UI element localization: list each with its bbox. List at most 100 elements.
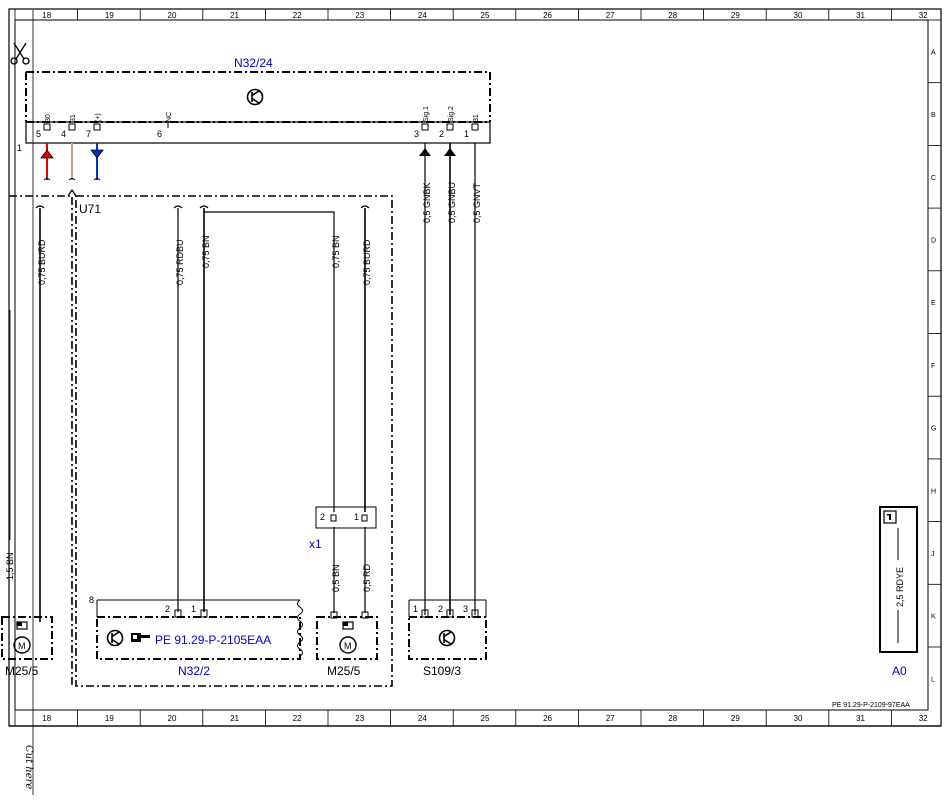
n32-24-pin: NC6 [157, 112, 173, 139]
wire-label-bn-left: 0,75 BN [201, 235, 211, 268]
a0-label: A0 [892, 664, 907, 678]
n32-24-pin: 305 [36, 114, 52, 139]
s109-3-pin-1: 1 [413, 604, 418, 614]
pin-number-label: 4 [61, 129, 66, 139]
sheet-reference: PE 91.29-P-2109-97EAA [832, 702, 910, 709]
n32-2-pin-count: 8 [89, 595, 94, 605]
column-number: 24 [418, 714, 427, 723]
u71-harness-frame [9, 195, 393, 687]
pin-signal-label: (+) [95, 113, 102, 122]
wire-label-gnbk: 0,5 GNBK [422, 182, 432, 223]
wire-label-gnbu: 0,5 GNBU [447, 182, 457, 223]
row-letter: H [931, 488, 936, 495]
m25-5-left-component[interactable]: M M25/5 [1, 616, 53, 678]
wire-hooks [35, 205, 370, 209]
motor-icon: M [339, 621, 357, 654]
x1-pin-1: 1 [354, 512, 359, 522]
m25-5-label: M25/5 [327, 664, 361, 678]
pin-number-label: 1 [464, 129, 469, 139]
scissors-icon[interactable] [10, 42, 30, 65]
s109-3-pin-2: 2 [438, 604, 443, 614]
column-number: 23 [355, 714, 364, 723]
m25-5-component[interactable]: M M25/5 [316, 611, 378, 678]
svg-text:M: M [344, 641, 352, 651]
n32-2-component[interactable]: 8 2 1 PE 91.29-P-2105EAA N32/2 [89, 595, 303, 678]
x1-connector[interactable]: 2 1 x1 [309, 506, 377, 551]
row-letter: C [931, 175, 936, 182]
pointing-hand-icon [131, 633, 150, 642]
pin-number-label: 3 [414, 129, 419, 139]
n32-2-reference-link[interactable]: PE 91.29-P-2105EAA [155, 633, 271, 647]
column-number: 31 [856, 714, 865, 723]
pin-number-label: 2 [439, 129, 444, 139]
column-number: 31 [856, 11, 865, 20]
cut-here-label: Cut here [23, 745, 34, 789]
column-number: 25 [481, 714, 490, 723]
wire-label-bn-right: 0,75 BN [331, 235, 341, 268]
n32-24-pin: 314 [61, 114, 77, 139]
n32-2-label: N32/2 [178, 664, 210, 678]
column-number: 30 [794, 714, 803, 723]
n32-24-pin: (+) 7 [86, 113, 102, 139]
column-number: 26 [543, 11, 552, 20]
u71-label: U71 [79, 202, 101, 216]
wire-label-x1-bn: 0,5 BN [331, 564, 341, 592]
n32-24-label: N32/24 [234, 56, 273, 70]
n32-2-pin-2: 2 [165, 604, 170, 614]
row-letter: K [931, 614, 936, 621]
motor-icon: M [13, 621, 31, 654]
row-letter: L [931, 676, 935, 683]
column-number: 24 [418, 11, 427, 20]
n32-2-pin-1: 1 [191, 604, 196, 614]
cut-line: Cut here [23, 10, 34, 795]
pin-number-label: 5 [36, 129, 41, 139]
info-icon [883, 510, 897, 524]
column-number: 28 [668, 11, 677, 20]
column-number: 27 [606, 11, 615, 20]
column-number: 18 [42, 11, 51, 20]
row-letter: J [931, 551, 935, 558]
column-number: 23 [355, 11, 364, 20]
wire-label-rdbu: 0,75 RDBU [175, 239, 185, 285]
transistor-icon [106, 629, 124, 647]
row-letter: G [931, 426, 936, 433]
pin-number-label: 7 [86, 129, 91, 139]
column-number: 29 [731, 714, 740, 723]
column-number: 19 [105, 11, 114, 20]
pin-signal-label: NC [166, 112, 173, 122]
column-number: 26 [543, 714, 552, 723]
wire-label-left-cut: 1,5 BN [5, 552, 15, 580]
x1-label: x1 [309, 537, 322, 551]
wire-labels: 0,75 BURD 0,75 RDBU 0,75 BN 0,75 BN 0,75… [5, 182, 482, 592]
transistor-icon [246, 88, 264, 106]
transistor-icon [438, 629, 456, 647]
s109-3-label: S109/3 [423, 664, 461, 678]
signal-arrows [40, 148, 456, 159]
column-number: 29 [731, 11, 740, 20]
row-letter: E [931, 300, 936, 307]
row-letter: F [931, 363, 935, 370]
n32-24-pin: Sig.13 [414, 106, 430, 139]
wire-label-gnvt: 0,5 GNVT [472, 182, 482, 223]
s109-3-pin-3: 3 [463, 604, 468, 614]
column-number: 25 [481, 11, 490, 20]
n32-24-wires-top [46, 143, 476, 615]
n32-24-module[interactable]: N32/24 1 [17, 56, 491, 153]
row-letter: D [931, 237, 936, 244]
row-letter: A [931, 49, 936, 56]
harness-wires [9, 208, 366, 622]
wire-label-burd-right: 0,75 BURD [362, 239, 372, 285]
column-number: 30 [794, 11, 803, 20]
a0-component[interactable]: 2,5 RDYE A0 [879, 506, 918, 678]
column-number: 28 [668, 714, 677, 723]
s109-3-component[interactable]: 1 2 3 S109/3 [408, 599, 487, 678]
column-number: 21 [230, 11, 239, 20]
u71-notch [67, 188, 77, 197]
pin-signal-label: 31 [473, 114, 480, 122]
column-number: 21 [230, 714, 239, 723]
n32-24-pins: 305 314 (+) 7 NC6 Sig.13 Sig.2 2 31 1 [36, 106, 480, 139]
pin-signal-label: Sig.2 [448, 106, 455, 122]
row-letter: B [931, 112, 936, 119]
